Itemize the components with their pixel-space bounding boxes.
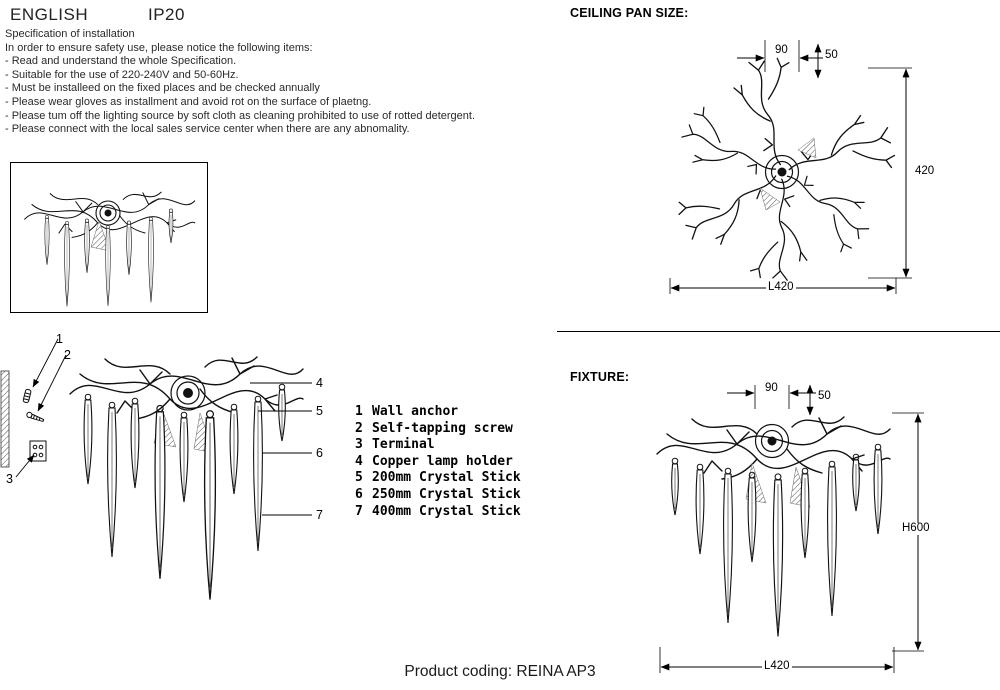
spec-line: - Read and understand the whole Specific… — [5, 55, 237, 68]
part-label: Terminal — [372, 437, 435, 453]
part-label: 200mm Crystal Stick — [372, 470, 521, 486]
spec-line: - Please connect with the local sales se… — [5, 123, 410, 136]
part-label: 400mm Crystal Stick — [372, 503, 521, 519]
part-label: Wall anchor — [372, 404, 459, 419]
parts-list-item: 5 200mm Crystal Stick — [355, 470, 521, 487]
installation-diagram-panel: 1 2 3 4 5 6 7 — [0, 325, 350, 660]
ceiling-pan-title: CEILING PAN SIZE: — [570, 6, 689, 20]
wall-section-hatch — [0, 370, 10, 468]
language-label: ENGLISH — [10, 5, 89, 24]
callout-2: 2 — [64, 348, 71, 362]
callout-leaders-left — [15, 338, 67, 478]
fixture-dim-50: 50 — [816, 390, 833, 403]
part-number: 5 — [355, 470, 363, 486]
installation-spec-text: Specification of installation In order t… — [5, 28, 475, 137]
terminal-drawing — [29, 440, 47, 462]
section-divider — [557, 331, 1000, 332]
parts-list-item: 2 Self-tapping screw — [355, 421, 521, 438]
parts-list: 1 Wall anchor 2 Self-tapping screw 3 Termin… — [355, 404, 521, 520]
callout-1: 1 — [56, 332, 63, 346]
callout-5: 5 — [316, 404, 323, 418]
installation-diagram-drawing — [0, 338, 312, 601]
ceiling-dim-90: 90 — [773, 44, 790, 57]
ceiling-pan-panel: 90 50 420 L420 — [610, 32, 960, 304]
part-label: Copper lamp holder — [372, 453, 513, 469]
fixture-front-view-drawing — [656, 384, 924, 673]
fixture-title: FIXTURE: — [570, 370, 630, 384]
part-number: 3 — [355, 437, 363, 453]
parts-list-item: 6 250mm Crystal Stick — [355, 487, 521, 504]
part-number: 7 — [355, 503, 363, 519]
fixture-dim-90: 90 — [763, 382, 780, 395]
spec-line: - Please tum off the lighting source by … — [5, 109, 476, 122]
spec-line: - Please wear gloves as installment and … — [5, 95, 372, 108]
wall-lamp-thumbnail-box — [10, 162, 208, 313]
callout-7: 7 — [316, 508, 323, 522]
spec-line: - Must be installeed on the fixed places… — [5, 82, 320, 95]
parts-list-item: 3 Terminal — [355, 437, 521, 454]
fixture-panel: 90 50 H600 L420 — [600, 382, 960, 688]
spec-line: - Suitable for the use of 220-240V and 5… — [5, 68, 239, 81]
callout-4: 4 — [316, 376, 323, 390]
part-label: 250mm Crystal Stick — [372, 486, 521, 502]
part-number: 2 — [355, 420, 363, 436]
screw-drawing — [26, 411, 45, 423]
spec-intro: In order to ensure safety use, please no… — [5, 41, 313, 54]
product-coding: Product coding: REINA AP3 — [404, 663, 596, 680]
ceiling-dim-50: 50 — [823, 49, 840, 62]
fixture-dim-h600: H600 — [900, 522, 932, 535]
spec-title: Specification of installation — [5, 28, 135, 40]
fixture-dim-l420: L420 — [762, 660, 792, 673]
part-number: 4 — [355, 453, 363, 469]
callout-3: 3 — [6, 472, 13, 486]
ip-rating-label: IP20 — [148, 5, 185, 24]
parts-list-item: 1 Wall anchor — [355, 404, 521, 421]
ceiling-pan-top-view-drawing — [669, 40, 912, 294]
part-number: 6 — [355, 486, 363, 502]
part-number: 1 — [355, 404, 363, 419]
ceiling-dim-l420: L420 — [766, 281, 796, 294]
wall-anchor-drawing — [22, 388, 32, 404]
wall-lamp-thumbnail-drawing — [24, 191, 196, 307]
ceiling-dim-420: 420 — [913, 165, 937, 178]
callout-leaders-right — [250, 382, 312, 516]
parts-list-item: 4 Copper lamp holder — [355, 454, 521, 471]
part-label: Self-tapping screw — [372, 420, 513, 436]
parts-list-item: 7 400mm Crystal Stick — [355, 504, 521, 521]
callout-6: 6 — [316, 446, 323, 460]
